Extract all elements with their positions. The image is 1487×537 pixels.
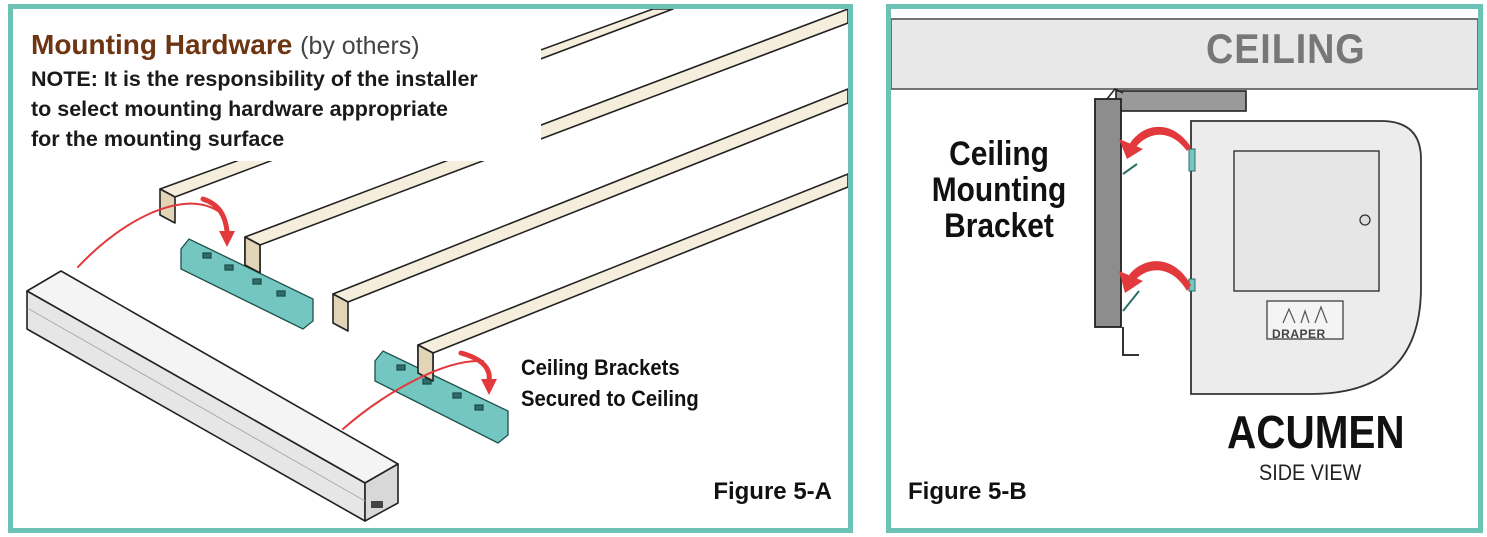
bracket-label-line-3: Bracket <box>944 207 1054 245</box>
access-panel <box>1233 150 1380 292</box>
bracket-label-line-2: Mounting <box>931 171 1067 209</box>
figure-5b-panel: CEILING Ceiling Mounting Bracket DRAPER … <box>886 4 1483 533</box>
bracket-vertical <box>1094 98 1122 328</box>
draper-logo-box <box>1266 300 1344 340</box>
ceiling-bracket-1 <box>180 238 314 330</box>
mounting-hardware-subtitle: (by others) <box>300 32 420 60</box>
arrows-5a <box>77 196 497 430</box>
wood-beam-3 <box>332 88 848 332</box>
bracket-label-line-1: Ceiling <box>949 135 1049 173</box>
figure-5a-illustration <box>21 9 848 522</box>
panel-lock <box>1359 214 1371 226</box>
housing-mount-tab <box>1188 148 1196 172</box>
draper-logo-text: DRAPER <box>1272 327 1326 341</box>
figure-5a-label: Figure 5-A <box>713 478 832 505</box>
wood-beam-4 <box>417 173 848 382</box>
ceiling-label: CEILING <box>1206 25 1366 72</box>
screen-housing <box>26 270 399 522</box>
side-view-label: SIDE VIEW <box>1259 460 1362 485</box>
arrows-5b <box>1119 126 1191 293</box>
note-line-1: NOTE: It is the responsibility of the in… <box>31 67 478 91</box>
note-line-2: to select mounting hardware appropriate <box>31 97 448 121</box>
ceiling-band <box>891 18 1478 90</box>
product-name: ACUMEN <box>1227 406 1405 458</box>
mounting-hardware-label: Mounting Hardware <box>31 29 293 60</box>
bracket-top-plate <box>1115 90 1247 112</box>
note-line-3: for the mounting surface <box>31 127 285 151</box>
figure-5b-illustration <box>891 18 1478 395</box>
figure-5b-label: Figure 5-B <box>908 478 1027 505</box>
mounting-hardware-title: Mounting Hardware (by others) <box>31 29 420 61</box>
brackets-callout-line-2: Secured to Ceiling <box>521 386 699 411</box>
brackets-callout-line-1: Ceiling Brackets <box>521 355 680 380</box>
ceiling-bracket-2 <box>374 350 509 444</box>
figure-5a-panel: Mounting Hardware (by others) NOTE: It i… <box>8 4 853 533</box>
